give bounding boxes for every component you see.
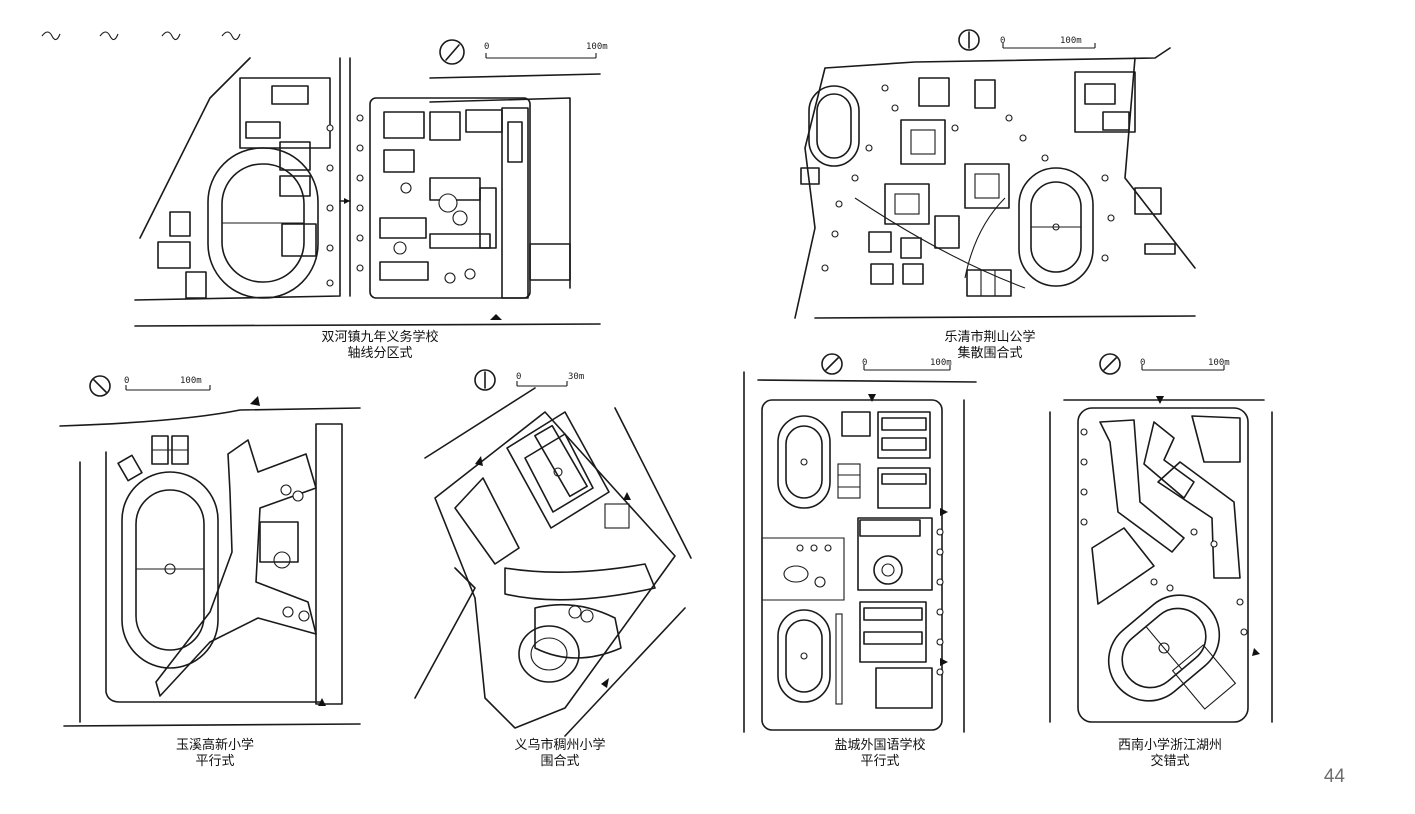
north-arrow-icon: [958, 29, 980, 51]
north-arrow-icon: [439, 39, 465, 65]
school-name: 盐城外国语学校: [834, 738, 926, 753]
north-arrow-icon: [821, 353, 843, 375]
scale-bar: [1002, 43, 1096, 49]
scale-bar: [485, 53, 597, 59]
site-plan-yuxi: [59, 375, 361, 727]
layout-type: 平行式: [860, 754, 900, 769]
scale-length-leqing: 100m: [1060, 36, 1082, 46]
scale-zero-yancheng: 0: [862, 358, 868, 368]
scale-bar: [863, 365, 951, 371]
scale-bar: [516, 381, 568, 387]
scale-zero-leqing: 0: [1000, 36, 1006, 46]
school-name: 义乌市稠州小学: [514, 738, 606, 753]
scale-length-yancheng: 100m: [930, 358, 952, 368]
caption-yancheng: 盐城外国语学校 平行式: [810, 738, 950, 770]
north-arrow-icon: [89, 375, 111, 397]
site-plan-leqing: [794, 29, 1196, 319]
north-arrow-icon: [1099, 353, 1121, 375]
scale-length-yuxi: 100m: [180, 376, 202, 386]
caption-shuanghe: 双河镇九年义务学校 轴线分区式: [280, 330, 480, 362]
site-plan-xinan: [1049, 353, 1273, 723]
scale-bar: [125, 385, 211, 391]
scale-bar: [1141, 365, 1225, 371]
scale-zero-yiwu: 0: [516, 372, 522, 382]
scale-zero-yuxi: 0: [124, 376, 130, 386]
page-number: 44: [1323, 766, 1345, 787]
scale-length-yiwu: 30m: [568, 372, 585, 382]
site-plan-yiwu: [414, 369, 692, 737]
site-plan-yancheng: [743, 353, 977, 733]
scale-zero-shuanghe: 0: [484, 42, 490, 52]
scale-length-shuanghe: 100m: [586, 42, 608, 52]
layout-type: 轴线分区式: [347, 346, 413, 361]
caption-leqing: 乐清市荆山公学 集散围合式: [890, 330, 1090, 362]
layout-type: 平行式: [195, 754, 235, 769]
school-name: 双河镇九年义务学校: [321, 330, 439, 345]
north-arrow-icon: [474, 369, 496, 391]
layout-type: 集散围合式: [957, 346, 1023, 361]
scale-length-xinan: 100m: [1208, 358, 1230, 368]
school-name: 乐清市荆山公学: [944, 330, 1036, 345]
layout-type: 围合式: [540, 754, 580, 769]
layout-type: 交错式: [1150, 754, 1190, 769]
site-plan-shuanghe: [134, 39, 601, 327]
caption-xinan: 西南小学浙江湖州 交错式: [1090, 738, 1250, 770]
school-name: 西南小学浙江湖州: [1117, 738, 1222, 753]
scale-zero-xinan: 0: [1140, 358, 1146, 368]
caption-yiwu: 义乌市稠州小学 围合式: [490, 738, 630, 770]
decorative-scribble: [41, 31, 241, 41]
caption-yuxi: 玉溪高新小学 平行式: [145, 738, 285, 770]
school-name: 玉溪高新小学: [175, 738, 254, 753]
